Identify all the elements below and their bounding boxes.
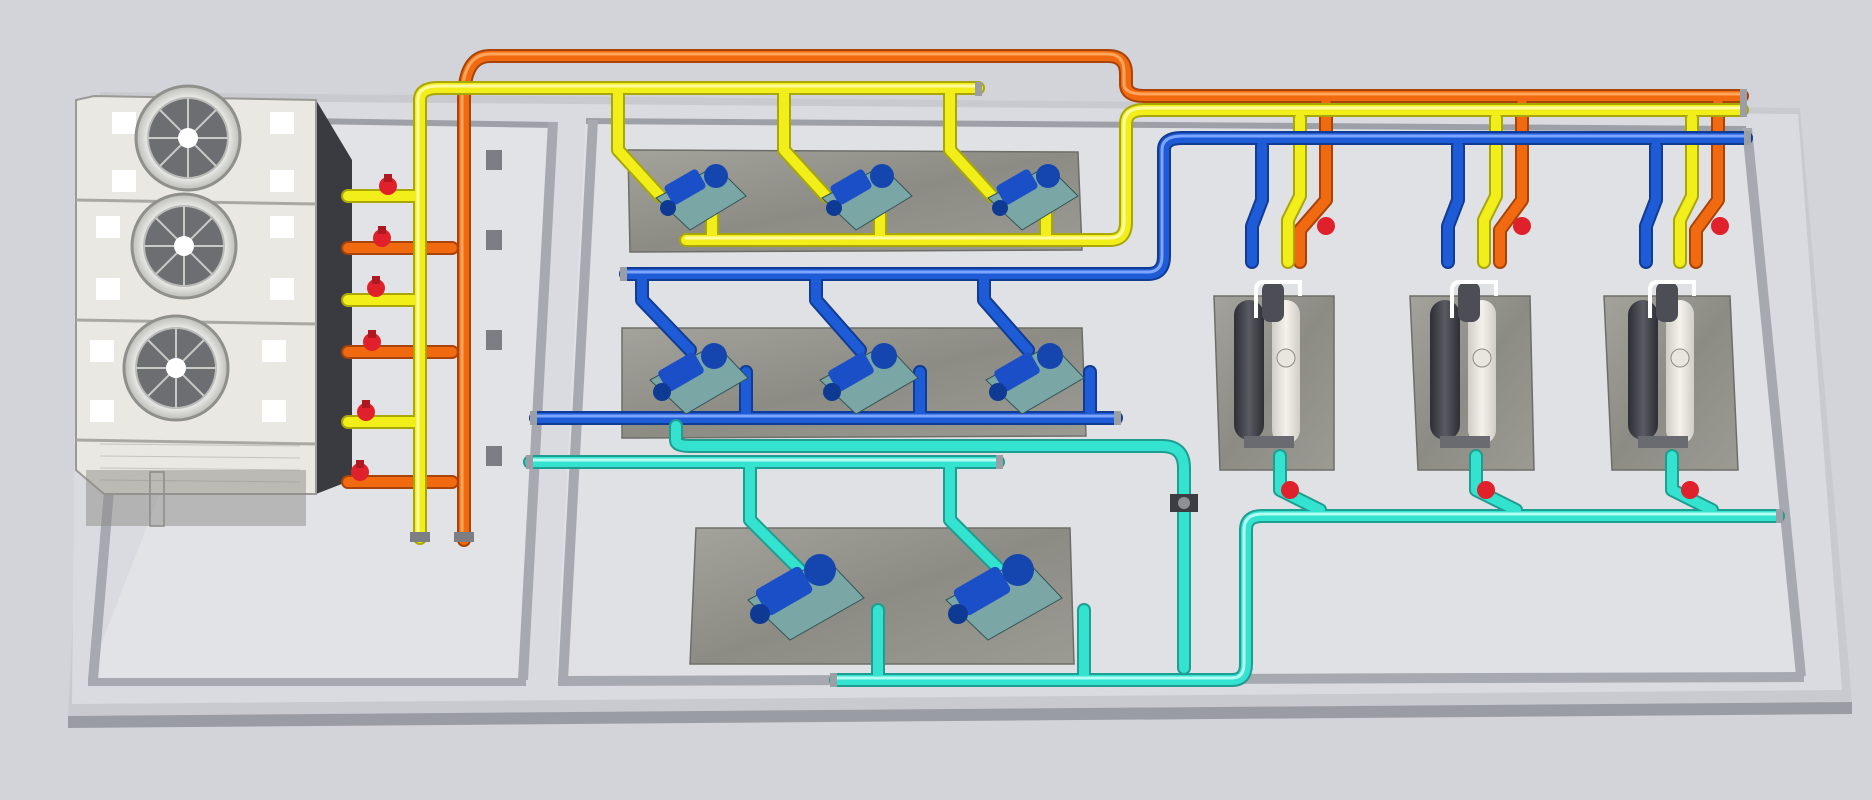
- valve-icon: [373, 226, 391, 247]
- valve-icon: [1513, 217, 1531, 235]
- chiller-3: [1628, 280, 1696, 448]
- valve-icon: [1477, 481, 1495, 499]
- pipe-supports: [410, 150, 502, 542]
- valve-icon: [1317, 217, 1335, 235]
- valve-icon: [1281, 481, 1299, 499]
- valve-icon: [1681, 481, 1699, 499]
- tower-valves: [351, 174, 397, 481]
- chiller-valves: [1281, 217, 1729, 499]
- valve-icon: [1711, 217, 1729, 235]
- butterfly-valve-icon: [1170, 494, 1198, 512]
- pipe-yellow: [341, 81, 1749, 545]
- chiller-2: [1430, 280, 1498, 448]
- secondary-pump-2: [945, 554, 1063, 641]
- chiller-1: [1234, 280, 1302, 448]
- chilled-pump-1: [649, 343, 749, 415]
- condenser-pump-1: [655, 164, 747, 231]
- valve-icon: [379, 174, 397, 195]
- fan-3-icon: [122, 314, 230, 422]
- valve-icon: [363, 330, 381, 351]
- condenser-pump-2: [821, 164, 913, 231]
- valve-icon: [357, 400, 375, 421]
- pipe-orange: [341, 49, 1749, 547]
- pipe-cyan: [523, 419, 1785, 687]
- secondary-pump-1: [747, 554, 865, 641]
- chilled-pump-2: [819, 343, 919, 415]
- valve-icon: [351, 460, 369, 481]
- pipe-end-caps: [526, 82, 1783, 687]
- valve-icon: [367, 276, 385, 297]
- fan-1-icon: [134, 84, 242, 192]
- chilled-pump-3: [985, 343, 1085, 415]
- fan-2-icon: [130, 192, 238, 300]
- condenser-pump-3: [987, 164, 1079, 231]
